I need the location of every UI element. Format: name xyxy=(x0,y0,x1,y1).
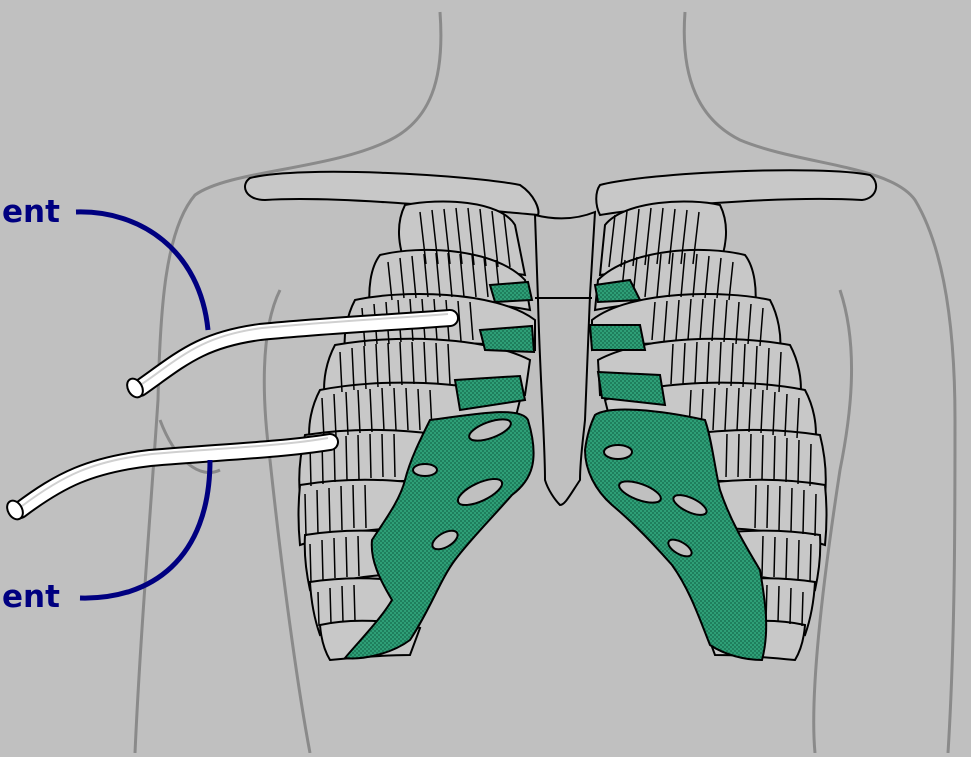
lower-tube-label: ent xyxy=(2,582,60,613)
upper-tube-label: ent xyxy=(2,197,60,228)
clavicles xyxy=(245,170,876,215)
chest-tube-lower xyxy=(4,438,330,522)
upper-label-leader xyxy=(76,212,208,330)
